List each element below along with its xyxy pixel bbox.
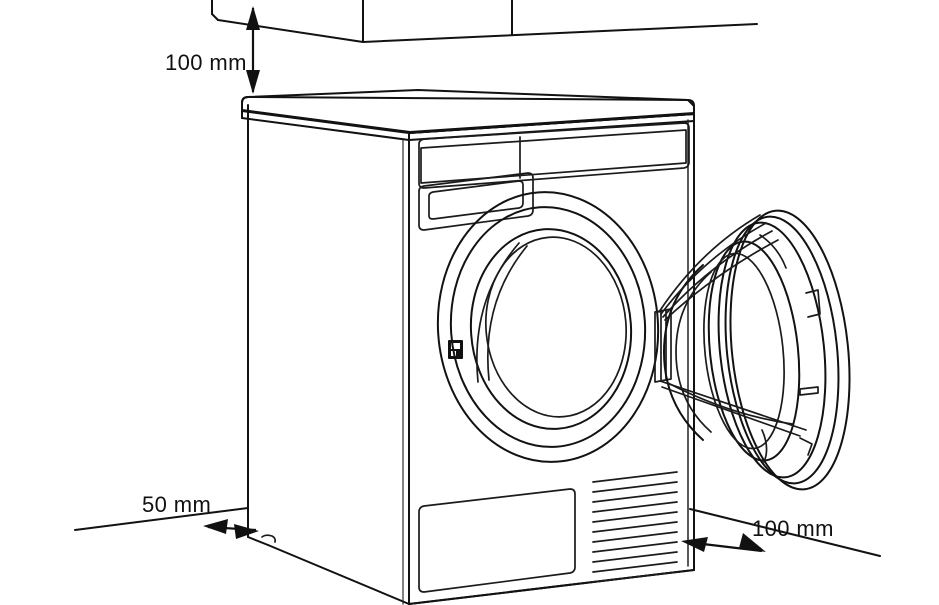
drum-interior: [476, 242, 528, 383]
drum-door-opening: [436, 191, 660, 463]
dim-top-label: 100 mm: [165, 50, 247, 75]
right-floor-wall-line: [689, 508, 881, 557]
control-button-strip: [428, 180, 524, 220]
door-handle-recess: [799, 386, 819, 396]
open-door-assembly: [658, 209, 851, 491]
dim-top-clearance: 100 mm: [165, 6, 260, 94]
dryer-left-side-panel: [247, 104, 410, 605]
dim-left-label: 50 mm: [142, 492, 211, 517]
dim-left-clearance: 50 mm: [142, 492, 259, 539]
dim-right-clearance: 100 mm: [681, 516, 834, 553]
dryer-front-face: [408, 113, 695, 605]
dryer-top-panel: [241, 89, 695, 141]
door-hinge: [654, 308, 672, 383]
dim-right-label: 100 mm: [752, 516, 834, 541]
overhead-cabinet: [211, 0, 758, 43]
adjustable-foot: [261, 534, 277, 543]
lint-filter-flap: [418, 488, 576, 593]
left-floor-wall-line: [74, 507, 249, 531]
condenser-vent-grille: [592, 471, 678, 583]
control-panel: [418, 122, 690, 231]
control-display: [418, 172, 534, 231]
